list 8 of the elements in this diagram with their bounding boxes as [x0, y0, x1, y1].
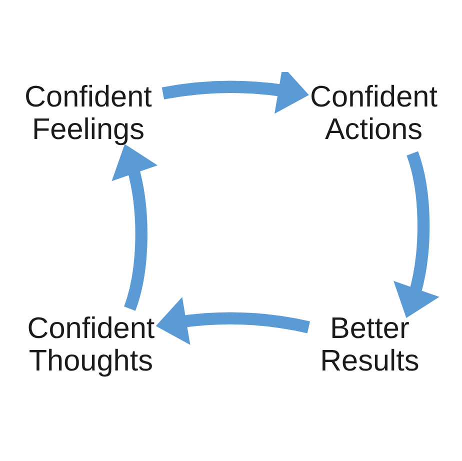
node-text: Confident Feelings [24, 80, 152, 146]
arrow [162, 72, 309, 114]
node-text: Better Results [320, 312, 420, 378]
arrow [112, 144, 158, 310]
node-text: Confident Thoughts [27, 312, 155, 378]
arrow [394, 151, 440, 318]
node-text: Confident Actions [310, 80, 438, 146]
arrow [156, 296, 310, 344]
